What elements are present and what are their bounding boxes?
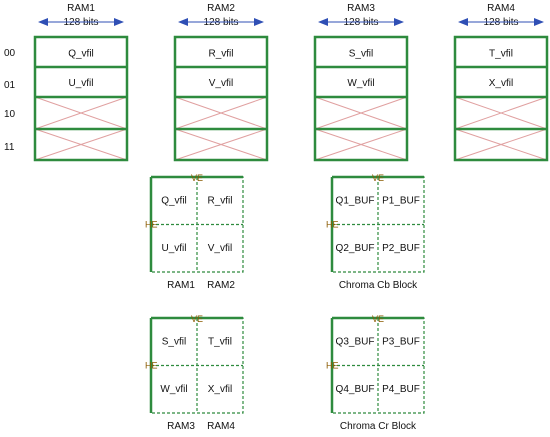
- ram-title-1: RAM1: [67, 3, 95, 14]
- block-horizontal-edge-label-3: HE: [145, 361, 158, 371]
- ram-cell-1-2: U_vfil: [68, 78, 93, 89]
- block-vertical-edge-label-4: VE: [372, 314, 384, 324]
- ram-title-3: RAM3: [347, 3, 375, 14]
- block-caption-right-3: RAM4: [207, 421, 235, 432]
- block-horizontal-edge-label-2: HE: [326, 220, 339, 230]
- ram-table-1: [33, 35, 129, 162]
- ram-title-4: RAM4: [487, 3, 515, 14]
- block-cell-4-4: P4_BUF: [382, 384, 420, 395]
- block-cell-1-4: V_vfil: [208, 243, 232, 254]
- ram-cell-3-2: W_vfil: [347, 78, 374, 89]
- block-caption-left-1: RAM1: [167, 280, 195, 291]
- ram-table-2: [173, 35, 269, 162]
- block-horizontal-edge-label-1: HE: [145, 220, 158, 230]
- address-label-1: 00: [4, 48, 16, 59]
- ram-cell-2-2: V_vfil: [209, 78, 233, 89]
- block-vertical-edge-label-2: VE: [372, 173, 384, 183]
- block-cell-2-1: Q1_BUF: [336, 196, 375, 207]
- address-label-3: 10: [4, 109, 16, 120]
- block-cell-1-2: R_vfil: [207, 196, 232, 207]
- ram-unused-cross-b-4-2: [454, 128, 548, 161]
- block-vertical-edge-label-1: VE: [191, 173, 203, 183]
- block-cell-3-3: W_vfil: [160, 384, 187, 395]
- block-cell-1-1: Q_vfil: [161, 196, 187, 207]
- block-caption-4: Chroma Cr Block: [340, 421, 417, 432]
- ram-cell-2-1: R_vfil: [208, 49, 233, 60]
- block-cell-2-2: P1_BUF: [382, 196, 420, 207]
- ram-unused-cross-b-1-2: [34, 128, 128, 161]
- ram-unused-cross-b-2-1: [174, 96, 268, 130]
- block-cell-2-3: Q2_BUF: [336, 243, 375, 254]
- ram-title-2: RAM2: [207, 3, 235, 14]
- block-cell-2-4: P2_BUF: [382, 243, 420, 254]
- ram-unused-cross-b-3-2: [314, 128, 408, 161]
- block-vertical-edge-label-3: VE: [191, 314, 203, 324]
- ram-cell-4-1: T_vfil: [489, 49, 513, 60]
- block-caption-2: Chroma Cb Block: [339, 280, 418, 291]
- block-cell-4-2: P3_BUF: [382, 337, 420, 348]
- block-cell-1-3: U_vfil: [161, 243, 186, 254]
- block-caption-right-1: RAM2: [207, 280, 235, 291]
- ram-unused-cross-b-2-2: [174, 128, 268, 161]
- ram-unused-cross-b-4-1: [454, 96, 548, 130]
- block-horizontal-edge-label-4: HE: [326, 361, 339, 371]
- ram-unused-cross-b-3-1: [314, 96, 408, 130]
- block-cell-3-2: T_vfil: [208, 337, 232, 348]
- ram-table-3: [313, 35, 409, 162]
- block-cell-3-4: X_vfil: [208, 384, 232, 395]
- block-cell-4-3: Q4_BUF: [336, 384, 375, 395]
- block-cell-3-1: S_vfil: [162, 337, 186, 348]
- ram-cell-4-2: X_vfil: [489, 78, 513, 89]
- address-label-2: 01: [4, 80, 16, 91]
- block-cell-4-1: Q3_BUF: [336, 337, 375, 348]
- address-label-4: 11: [4, 142, 15, 153]
- ram-cell-1-1: Q_vfil: [68, 49, 94, 60]
- block-caption-left-3: RAM3: [167, 421, 195, 432]
- ram-table-4: [453, 35, 549, 162]
- ram-unused-cross-b-1-1: [34, 96, 128, 130]
- ram-cell-3-1: S_vfil: [349, 49, 373, 60]
